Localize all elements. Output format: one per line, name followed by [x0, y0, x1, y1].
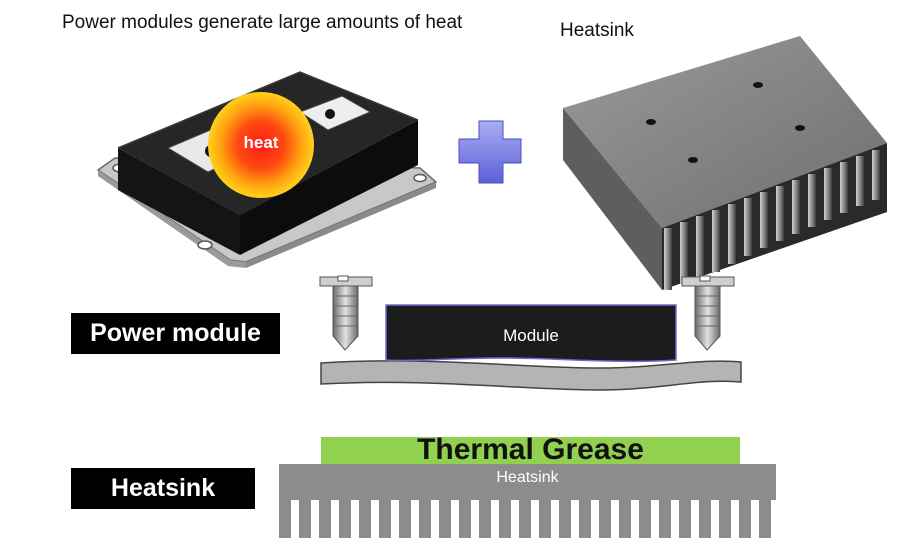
- heatsink-tag: Heatsink: [71, 468, 255, 509]
- thermal-grease-label: Thermal Grease: [417, 433, 644, 466]
- heatsink-cross-section: [279, 464, 776, 538]
- thermal-grease-layer: [321, 437, 740, 464]
- heatsink-section-label: Heatsink: [496, 469, 559, 486]
- module-cross-section: [320, 304, 742, 391]
- heatsink-caption: Heatsink: [560, 20, 634, 41]
- power-module-tag: Power module: [71, 313, 280, 354]
- heatsink-illustration: [563, 36, 887, 290]
- heat-glow-icon: [208, 92, 314, 198]
- plus-icon: [458, 120, 522, 184]
- power-module-caption: Power modules generate large amounts of …: [62, 12, 463, 33]
- heat-label: heat: [243, 133, 279, 152]
- screw-icon: [681, 275, 735, 351]
- screw-icon: [319, 275, 373, 351]
- module-label: Module: [503, 326, 559, 345]
